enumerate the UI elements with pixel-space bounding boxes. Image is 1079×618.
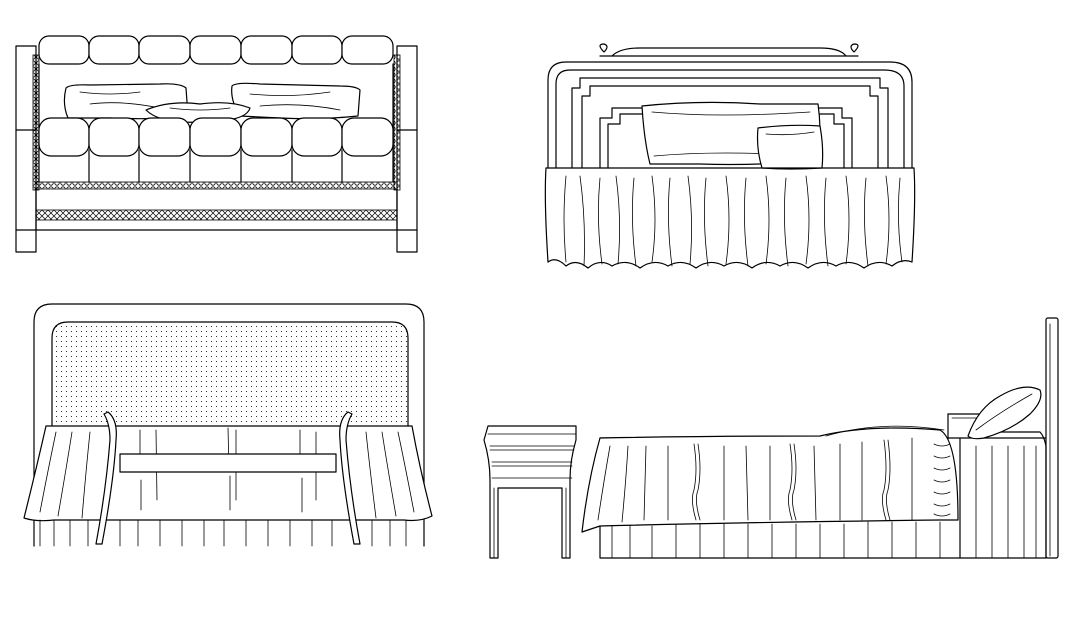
bed-side-elevation [483, 317, 1059, 559]
upholstered-bed-elevation [23, 303, 433, 547]
bedspread [23, 425, 433, 522]
sofa-pillows [63, 82, 361, 123]
sofa-lattice-rail [35, 209, 398, 221]
side-pillow [967, 386, 1042, 440]
tufted-sofa-elevation [15, 35, 418, 253]
bench-seat [119, 453, 337, 473]
sofa-top-cushions [38, 35, 394, 65]
ornate-bed-skirt-folds [563, 175, 903, 267]
bench-left-leg [95, 411, 117, 545]
bench-right-leg [339, 411, 361, 545]
ornate-bed-skirt-hem [547, 259, 913, 269]
ornate-bed-elevation [544, 43, 916, 269]
side-ruffle [933, 443, 951, 517]
upholstered-bed-skirt [39, 519, 407, 547]
headboard-outer [33, 303, 425, 547]
side-bedspread-folds [597, 437, 913, 523]
nightstand [483, 425, 577, 559]
bench [95, 411, 361, 545]
sofa-seat-cushions [38, 117, 394, 157]
side-bed-skirt [611, 445, 1037, 559]
headboard-dotted-panel [51, 321, 409, 431]
sofa-bead-trim [35, 181, 398, 190]
side-headboard [1045, 317, 1059, 559]
